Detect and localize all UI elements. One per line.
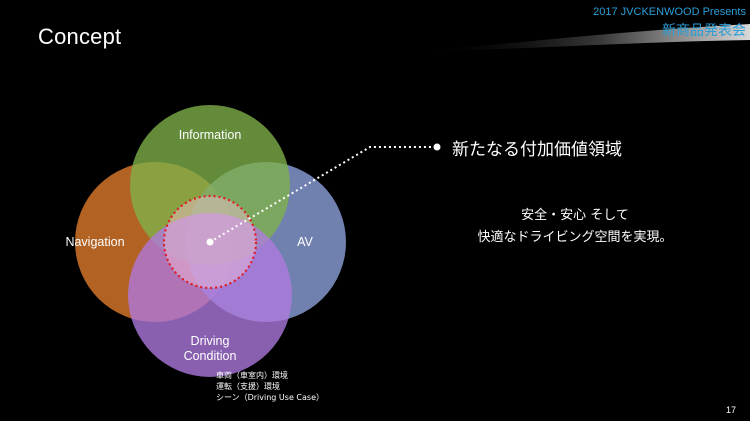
circle-driving-condition (128, 213, 292, 377)
description-line-2: 快適なドライビング空間を実現。 (477, 230, 673, 245)
header-banner-decoration (420, 24, 750, 52)
note-item: 車両（車室内）環境 (216, 371, 288, 380)
brand-event-subtitle: 新商品発表会 (662, 23, 746, 39)
description-line-1: 安全・安心 そして (521, 208, 629, 223)
page-title: Concept (38, 24, 122, 49)
center-dotted-ring (162, 194, 258, 290)
callout-description: 安全・安心 そして 快適なドライビング空間を実現。 (440, 205, 710, 249)
label-condition: Condition (184, 349, 237, 363)
callout-headline: 新たなる付加価値領域 (452, 140, 622, 160)
note-item: シーン（Driving Use Case） (216, 393, 324, 402)
label-information: Information (179, 128, 242, 142)
connector-line (209, 146, 437, 243)
label-av: AV (297, 235, 313, 249)
note-item: 運転（支援）環境 (216, 382, 280, 391)
label-navigation: Navigation (65, 235, 124, 249)
label-driving: Driving (191, 334, 230, 348)
page-number: 17 (725, 405, 736, 415)
driving-condition-notes: 車両（車室内）環境 運転（支援）環境 シーン（Driving Use Case） (216, 370, 324, 403)
brand-event-name: 2017 JVCKENWOOD Presents (593, 6, 746, 18)
connector-end-dot (433, 143, 441, 151)
